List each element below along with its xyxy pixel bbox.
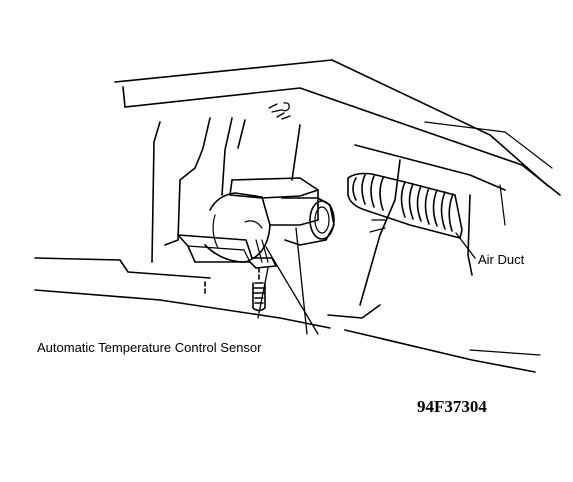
dash-upper-panel: [114, 59, 561, 196]
leader-lines: [257, 227, 476, 335]
sensor-outlet-nozzle: [281, 197, 335, 246]
figure-reference-number: 94F37304: [417, 397, 487, 416]
left-bracket-wall: [151, 117, 301, 263]
right-lower-panel: [354, 144, 506, 306]
air-duct-label: Air Duct: [478, 252, 525, 267]
panel-marking: [268, 102, 291, 120]
air-duct-hose: [347, 172, 463, 239]
lower-trim: [34, 257, 541, 373]
mounting-screw: [204, 267, 266, 312]
atc-sensor-label: Automatic Temperature Control Sensor: [37, 340, 262, 355]
sensor-body: [177, 177, 319, 269]
